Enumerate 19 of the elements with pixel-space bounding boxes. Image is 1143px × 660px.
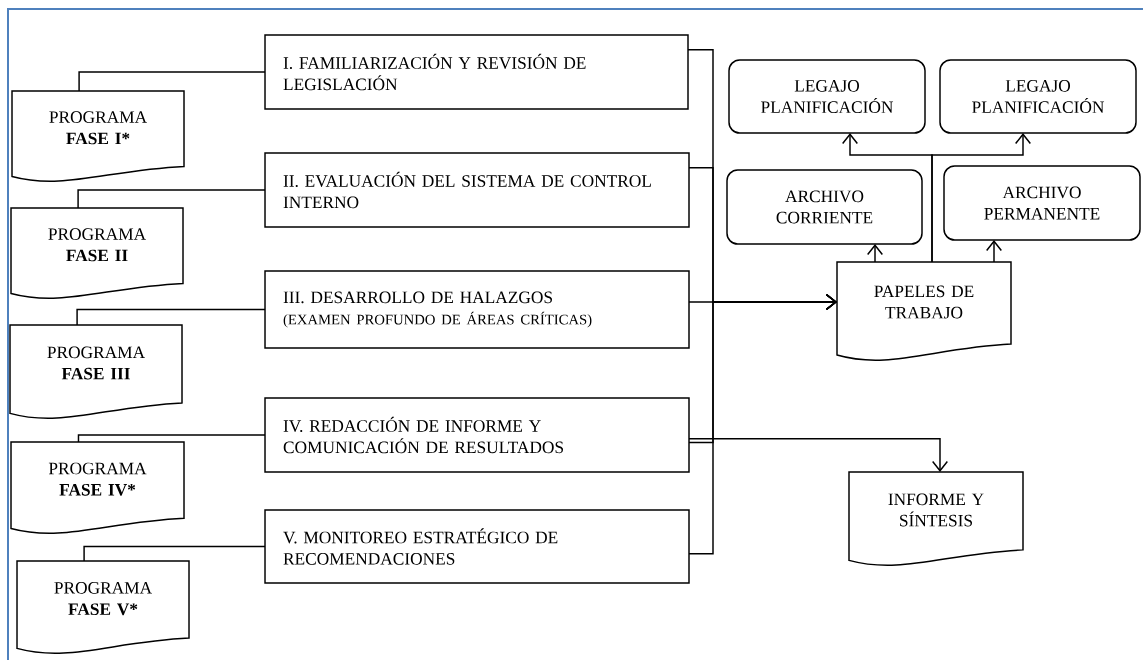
connector [985,240,1003,263]
process-box: IV. REDACCIÓN DE INFORME Y COMUNICACIÓN DE RESULTADOS [264,397,690,473]
connector [83,545,266,562]
rounded-box: ARCHIVO CORRIENTE [726,169,923,245]
connector [688,437,949,472]
process-box: II. EVALUACIÓN DEL SISTEMA DE CONTROL INTERNO [264,152,690,228]
rounded-box: LEGAJO PLANIFICACIÓN [728,59,926,134]
process-box: III. DESARROLLO DE HALAZGOS (EXAMEN PROFUNDO DE ÁREAS CRÍTICAS) [264,270,690,349]
connector [77,434,266,443]
rounded-box: ARCHIVO PERMANENTE [943,165,1141,241]
connector [931,133,1032,263]
connector [76,308,266,326]
process-box: V. MONITOREO ESTRATÉGICO DE RECOMENDACIONES [264,509,690,584]
connector [866,244,884,263]
process-box: I. FAMILIARIZACIÓN Y REVISIÓN DE LEGISLACIÓN [264,34,689,110]
connector [78,71,266,92]
rounded-box: LEGAJO PLANIFICACIÓN [939,59,1137,134]
connector [77,189,266,209]
connector [688,293,837,555]
